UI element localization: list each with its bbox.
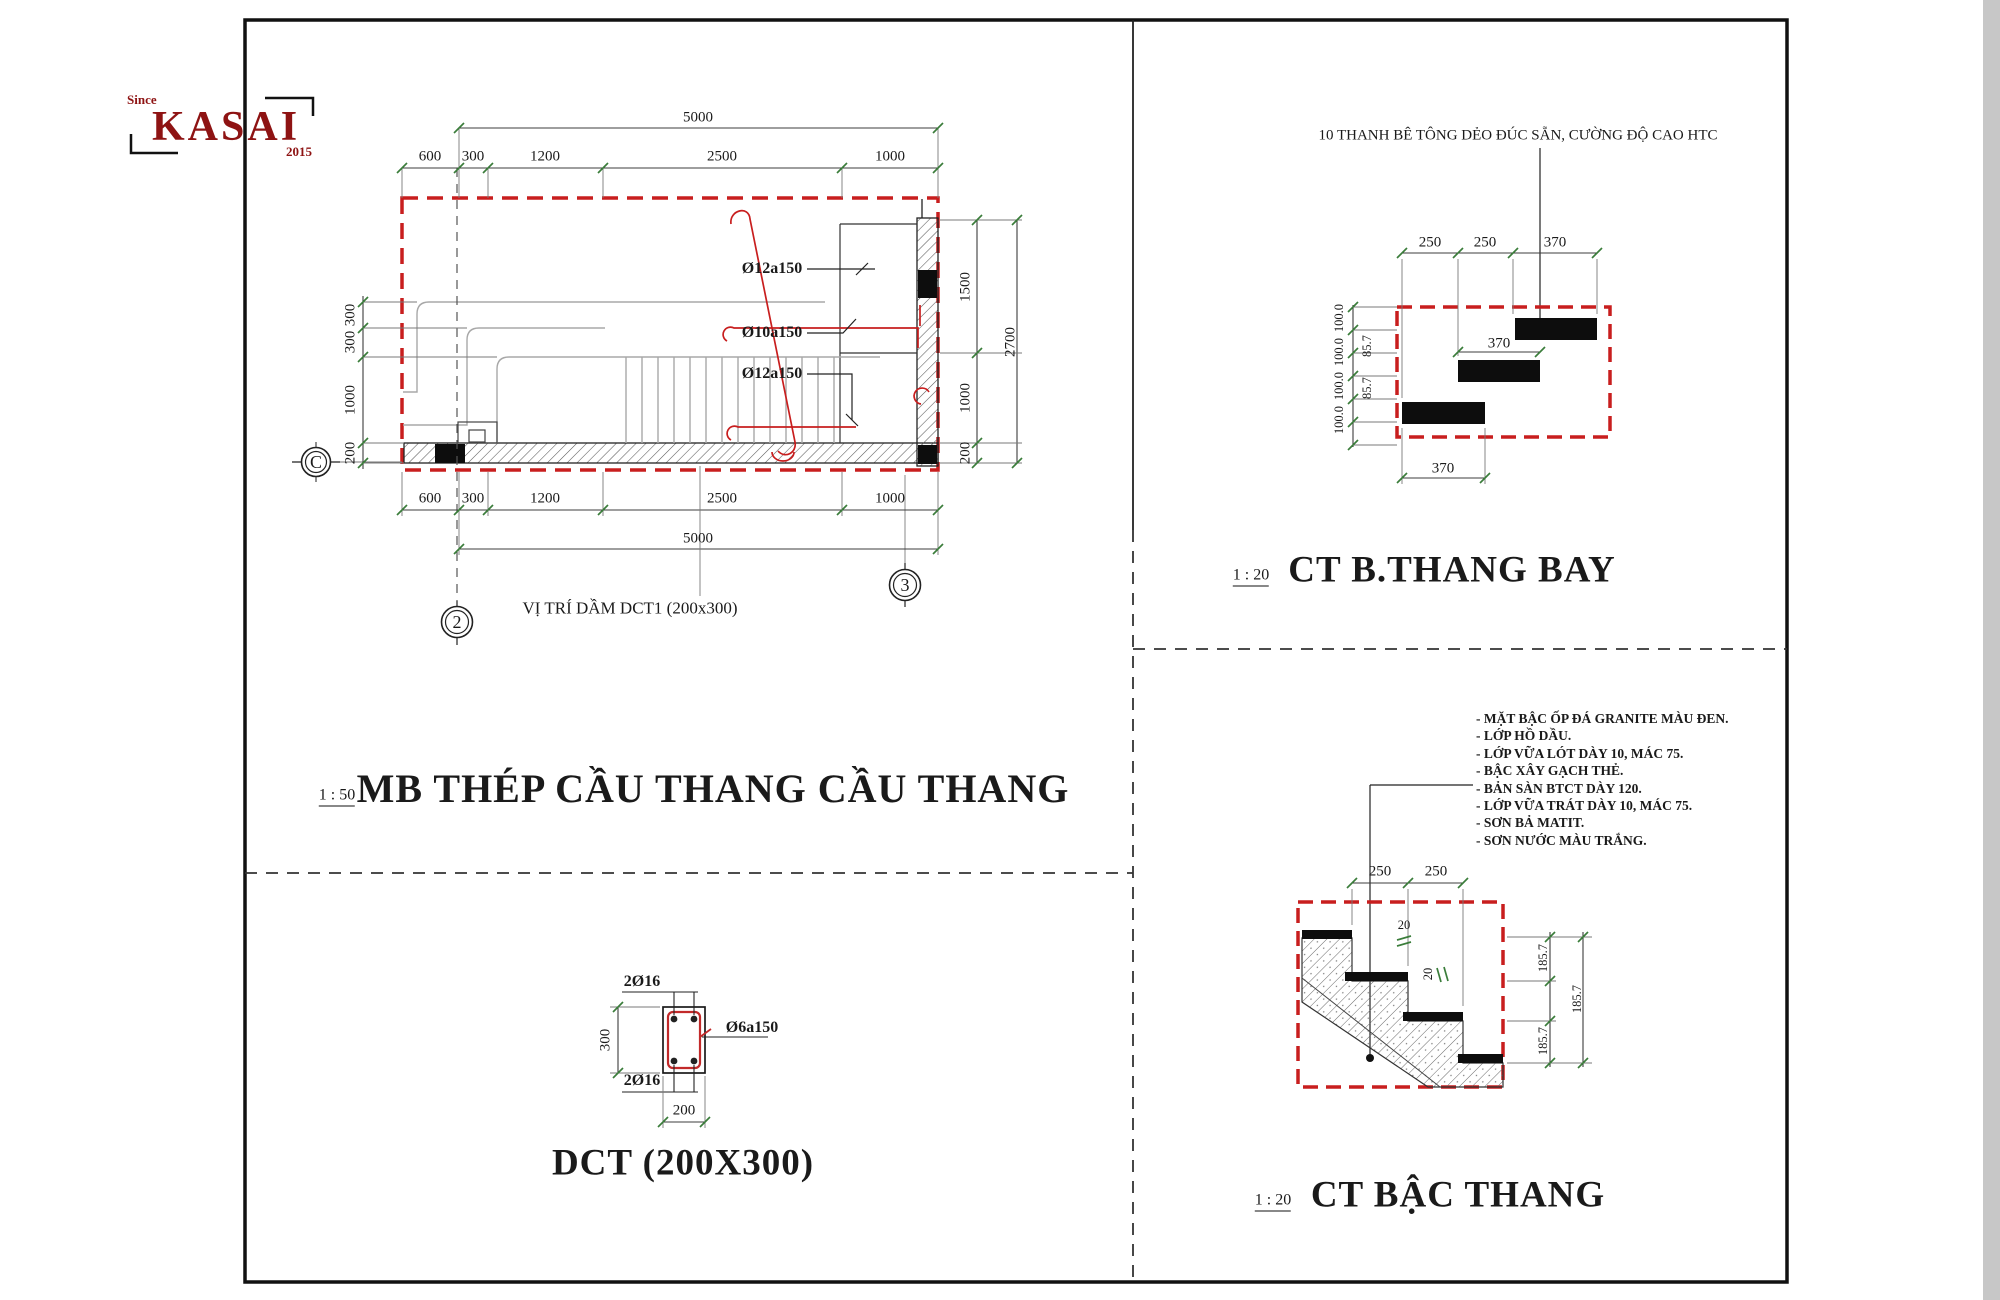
dim-left-1000: 1000 — [342, 385, 359, 415]
flight-dim-100a: 100.0 — [1331, 303, 1346, 333]
grid-bubble-c: C — [309, 452, 323, 472]
dim-overall-top: 5000 — [683, 109, 713, 126]
step-dim-20b: 20 — [1420, 967, 1435, 981]
plan-linework — [292, 122, 1540, 645]
dim-overall-bottom: 5000 — [683, 530, 713, 547]
flight-scale: 1 : 20 — [1232, 567, 1270, 587]
flight-dim-857b: 85.7 — [1359, 377, 1374, 399]
dim-right-200: 200 — [957, 441, 974, 465]
beam-detail-linework — [610, 991, 768, 1128]
sheet-frame — [243, 0, 2000, 1300]
note-line: - SƠN BẢ MATIT. — [1476, 815, 1585, 831]
note-line: - LỚP VỮA LÓT DÀY 10, MÁC 75. — [1476, 745, 1684, 761]
step-dim-1857c: 185.7 — [1569, 984, 1584, 1014]
dim-right-1500: 1500 — [957, 272, 974, 302]
flight-detail-linework — [1347, 148, 1612, 484]
flight-dim-250a: 250 — [1418, 234, 1442, 251]
dim-top-300: 300 — [461, 148, 485, 165]
flight-dim-370bot: 370 — [1431, 460, 1455, 477]
flight-dim-370mid: 370 — [1487, 335, 1511, 352]
plan-scale: 1 : 50 — [318, 787, 356, 807]
flight-dim-857a: 85.7 — [1359, 335, 1374, 357]
step-dim-250b: 250 — [1424, 863, 1448, 880]
beam-dim-200: 200 — [672, 1102, 696, 1119]
dim-right-2700: 2700 — [1002, 327, 1019, 357]
dim-left-300a: 300 — [342, 303, 359, 327]
beam-bottombars-label: 2Ø16 — [623, 1072, 661, 1089]
flight-title: CT B.THANG BAY — [1288, 549, 1616, 591]
step-dim-1857a: 185.7 — [1535, 943, 1550, 973]
rebar-label-3: Ø12a150 — [741, 365, 803, 382]
plan-title: MB THÉP CẦU THANG CẦU THANG — [356, 766, 1070, 811]
beam-title: DCT (200X300) — [551, 1142, 815, 1184]
dim-top-1000: 1000 — [875, 148, 905, 165]
step-dim-1857b: 185.7 — [1535, 1026, 1550, 1056]
dim-bot-1200: 1200 — [530, 490, 560, 507]
dim-bot-1000: 1000 — [875, 490, 905, 507]
step-title: CT BẬC THANG — [1310, 1174, 1606, 1216]
dim-right-1000: 1000 — [957, 383, 974, 413]
plan-caption: VỊ TRÍ DẦM DCT1 (200x300) — [522, 598, 738, 618]
flight-dim-250b: 250 — [1473, 234, 1497, 251]
dim-bot-2500: 2500 — [707, 490, 737, 507]
step-scale: 1 : 20 — [1254, 1192, 1292, 1212]
flight-dim-100c: 100.0 — [1331, 371, 1346, 401]
note-line: - BẢN SÀN BTCT DÀY 120. — [1476, 780, 1642, 796]
beam-stirrup-label: Ø6a150 — [725, 1019, 779, 1036]
logo-year: 2015 — [286, 144, 312, 159]
flight-dim-100b: 100.0 — [1331, 337, 1346, 367]
note-line: - SƠN NƯỚC MÀU TRẮNG. — [1476, 832, 1647, 848]
flight-note: 10 THANH BÊ TÔNG DẺO ĐÚC SẴN, CƯỜNG ĐỘ C… — [1318, 127, 1718, 144]
grid-bubble-3: 3 — [900, 575, 910, 595]
dim-top-2500: 2500 — [707, 148, 737, 165]
dim-bot-600: 600 — [418, 490, 442, 507]
dim-top-1200: 1200 — [530, 148, 560, 165]
flight-dim-100d: 100.0 — [1331, 405, 1346, 435]
step-dim-20a: 20 — [1397, 917, 1411, 932]
rebar-label-2: Ø10a150 — [741, 324, 803, 341]
logo-kasai: KASAI — [152, 104, 301, 150]
dim-bot-300: 300 — [461, 490, 485, 507]
note-line: - BẬC XÂY GẠCH THẺ. — [1476, 763, 1624, 779]
logo-since: Since — [127, 92, 157, 107]
flight-dim-370top: 370 — [1543, 234, 1567, 251]
dim-left-200: 200 — [342, 441, 359, 465]
beam-dim-300: 300 — [597, 1028, 614, 1052]
logo-brackets — [129, 96, 315, 155]
step-dim-250a: 250 — [1368, 863, 1392, 880]
dim-top-600: 600 — [418, 148, 442, 165]
dim-left-300b: 300 — [342, 330, 359, 354]
beam-topbars-label: 2Ø16 — [623, 973, 661, 990]
rebar-label-1: Ø12a150 — [741, 260, 803, 277]
note-line: - LỚP HỒ DẦU. — [1476, 728, 1572, 744]
step-detail-linework — [1296, 784, 1592, 1089]
grid-bubble-2: 2 — [452, 612, 462, 632]
note-line: - MẶT BẬC ỐP ĐÁ GRANITE MÀU ĐEN. — [1476, 711, 1729, 726]
step-notes: - MẶT BẬC ỐP ĐÁ GRANITE MÀU ĐEN. - LỚP H… — [1476, 710, 1729, 849]
note-line: - LỚP VỮA TRÁT DÀY 10, MÁC 75. — [1476, 798, 1693, 814]
